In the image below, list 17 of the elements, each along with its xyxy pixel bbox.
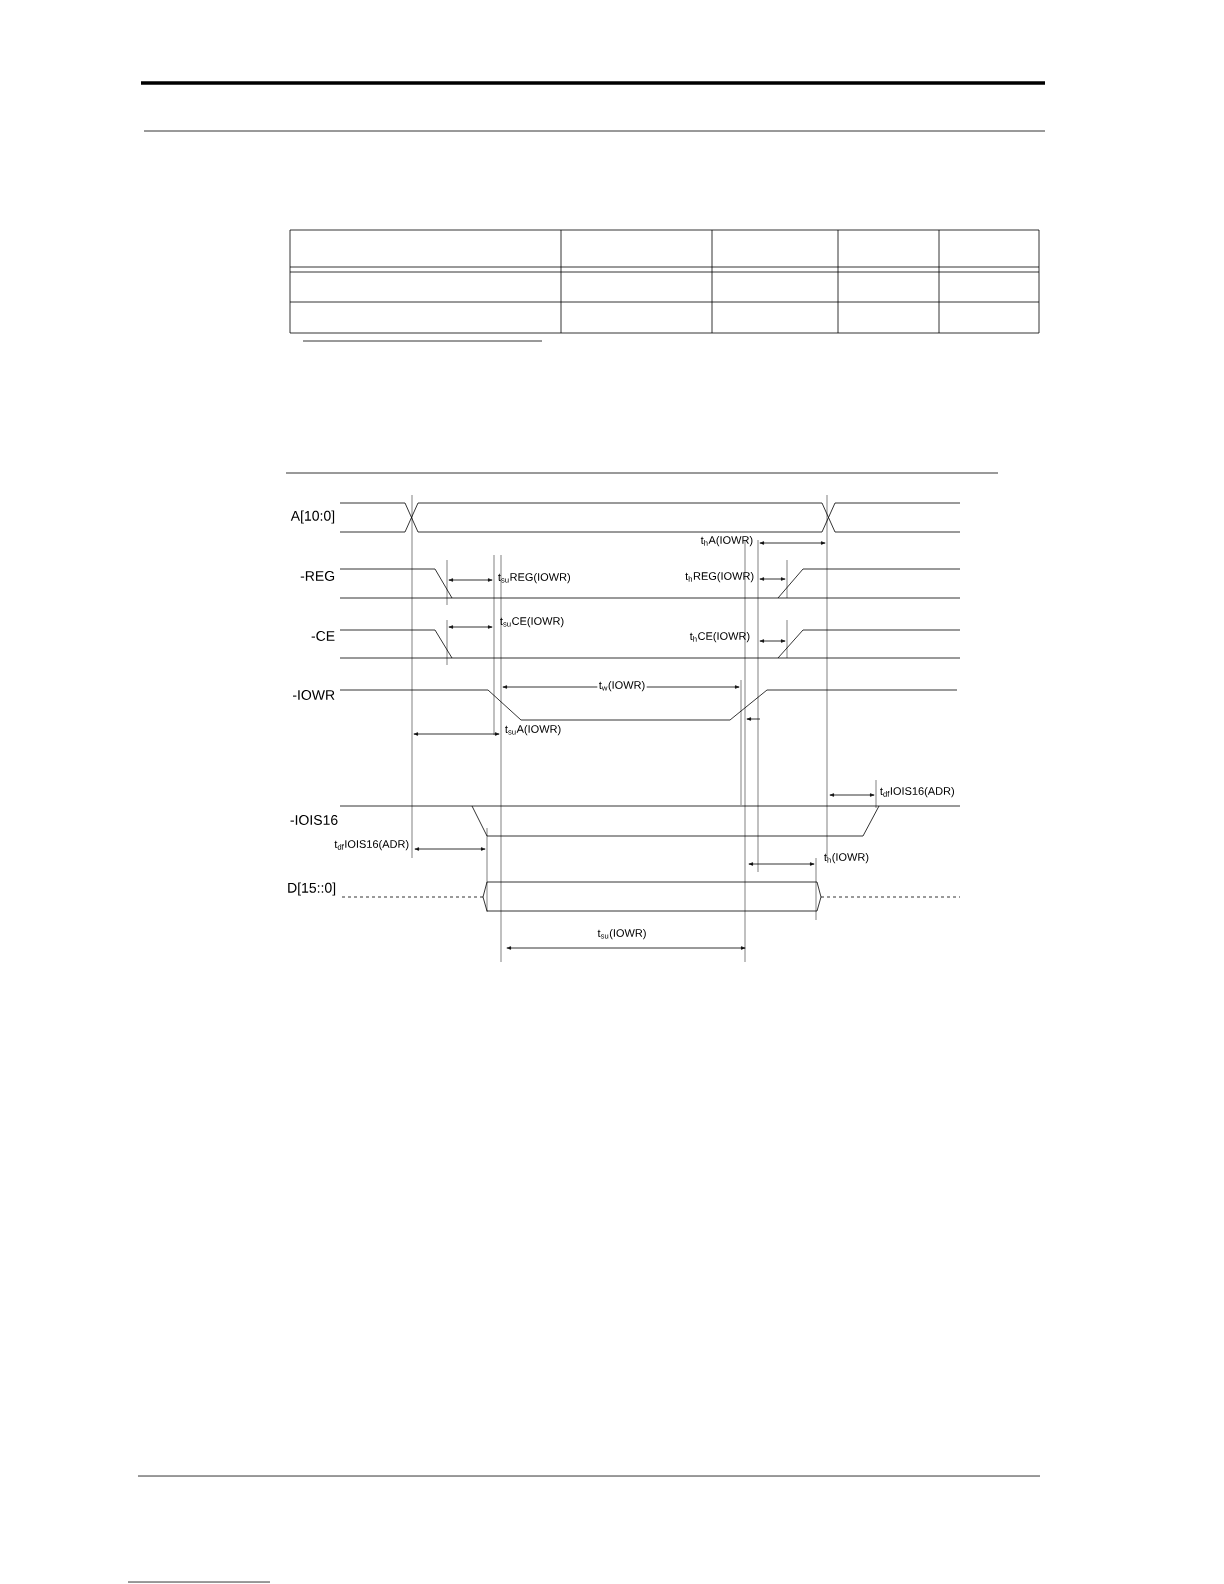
timing-label: t$_{su}$CE(IOWR) [500,616,564,628]
signal-label: -IOWR [292,690,335,700]
timing-label: t$_{df}$IOIS16(ADR) [334,839,409,851]
timing-label: t$_{df}$IOIS16(ADR) [880,786,954,798]
timing-label: t$_{w}$(IOWR) [597,679,647,693]
signal-label: -IOIS16 [290,815,338,825]
signal-label: -REG [300,571,335,581]
signal-label: -CE [311,631,335,641]
timing-label: t$_{su}$(IOWR) [597,928,646,940]
timing-label: t$_{su}$A(IOWR) [505,724,561,736]
timing-label: t$_{h}$(IOWR) [824,852,869,864]
timing-label: t$_{h}$CE(IOWR) [689,631,750,643]
timing-label: t$_{h}$REG(IOWR) [685,571,754,583]
timing-label: t$_{su}$REG(IOWR) [498,572,570,584]
timing-label: t$_{h}$A(IOWR) [700,535,753,547]
signal-label: D[15::0] [288,882,336,896]
signal-label: A[10:0] [290,510,335,524]
